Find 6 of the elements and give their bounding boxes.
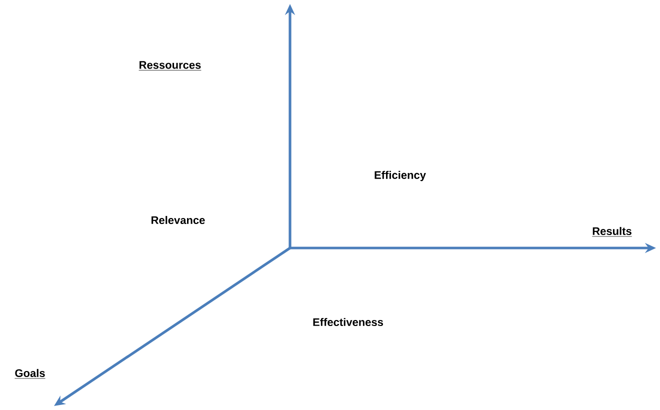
axis-label: Ressources: [138, 61, 202, 70]
region-label: Efficiency: [374, 170, 426, 182]
region-label: Relevance: [152, 216, 205, 224]
axis-label: Results: [592, 226, 632, 237]
axis-label: Goals: [14, 368, 46, 379]
region-label: Effectiveness: [313, 318, 383, 326]
